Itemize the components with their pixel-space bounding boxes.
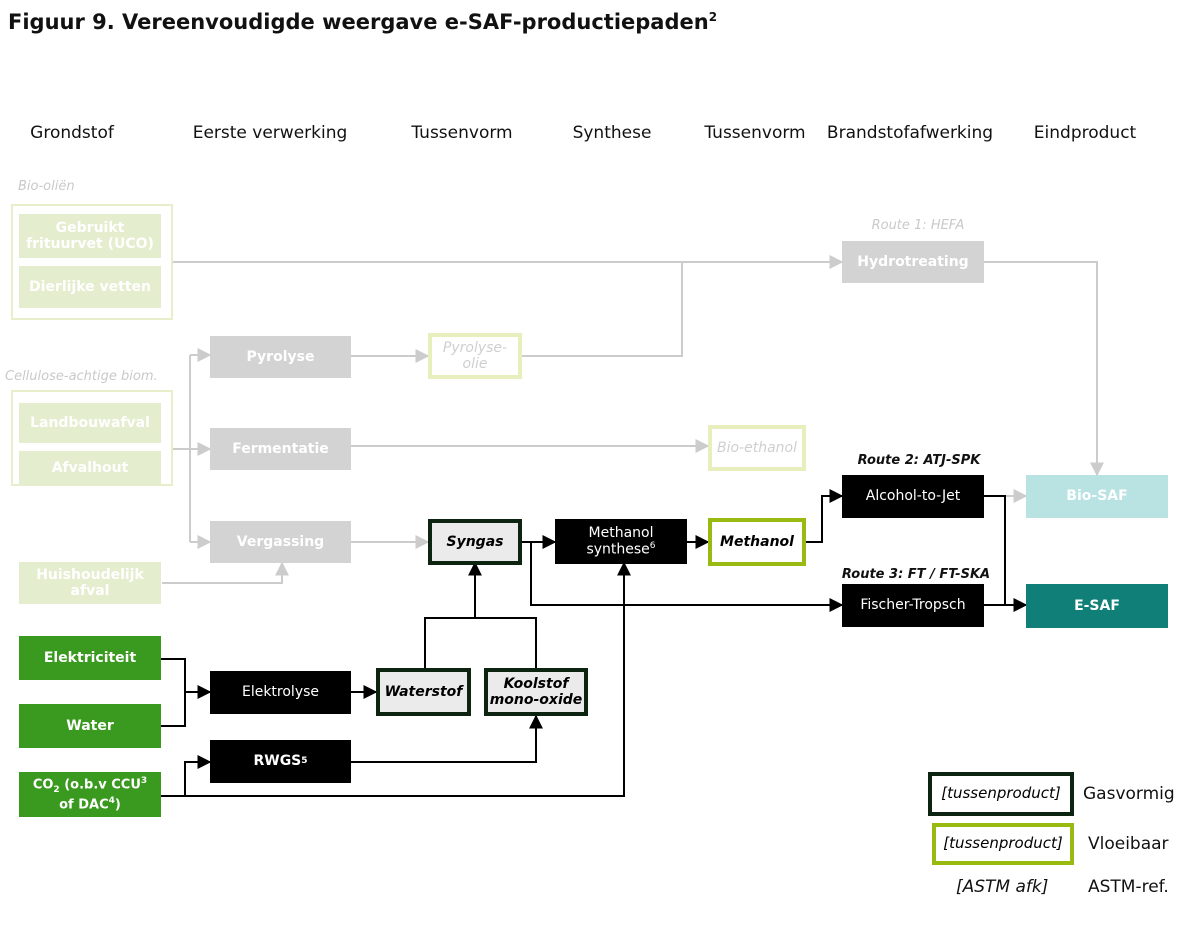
edge-syngas-ft [530, 542, 844, 612]
legend-astm-swatch: [ASTM afk] [956, 877, 1049, 897]
edge-elektriciteit-water-merge [160, 658, 210, 727]
intermediate-syngas: Syngas [428, 519, 522, 565]
column-header-grondstof: Grondstof [30, 123, 114, 143]
edge-huishoudelijk-vergassing [162, 561, 289, 584]
column-header-synthese: Synthese [572, 123, 652, 143]
group-label-bio-oils: Bio-oliën [18, 179, 75, 194]
synthesis-methanol: Methanol synthese6 [555, 519, 687, 564]
product-e-saf: E-SAF [1026, 584, 1168, 628]
edge-co2-rwgs [184, 755, 212, 796]
feedstock-huishoudelijk-afval: Huishoudelijk afval [19, 562, 161, 604]
intermediate-bio-ethanol: Bio-ethanol [708, 425, 806, 471]
legend-gas-label: Gasvormig [1083, 784, 1175, 804]
feedstock-afvalhout: Afvalhout [19, 451, 161, 486]
column-header-brandstofafwerking: Brandstofafwerking [826, 123, 994, 143]
edge-methanol-atj [806, 489, 844, 543]
finishing-hydrotreating: Hydrotreating [842, 241, 984, 283]
column-header-tussenvorm-2: Tussenvorm [704, 123, 806, 143]
legend-gas-swatch: [tussenproduct] [928, 772, 1074, 816]
finishing-alcohol-to-jet: Alcohol-to-Jet [842, 475, 984, 518]
feedstock-water: Water [19, 704, 161, 748]
legend-astm-label: ASTM-ref. [1088, 877, 1169, 897]
edge-finishing-esaf [984, 495, 1026, 605]
feedstock-dierlijke-vetten: Dierlijke vetten [19, 266, 161, 308]
edge-pyrolyse-olie-hefa [522, 262, 683, 357]
intermediate-koolstof-mono-oxide: Koolstof mono-oxide [484, 668, 588, 716]
feedstock-elektriciteit: Elektriciteit [19, 636, 161, 680]
edge-h2-co-syngas [424, 563, 537, 668]
product-bio-saf: Bio-SAF [1026, 475, 1168, 518]
figure-title: Figuur 9. Vereenvoudigde weergave e-SAF-… [8, 10, 718, 34]
edge-hefa-biosaf [984, 261, 1104, 477]
column-header-tussenvorm-1: Tussenvorm [411, 123, 513, 143]
methanol-synthese-label: Methanol synthese6 [586, 525, 656, 558]
legend-liquid-label: Vloeibaar [1088, 834, 1169, 854]
finishing-fischer-tropsch: Fischer-Tropsch [842, 584, 984, 627]
route-label-atj: Route 2: ATJ-SPK [857, 453, 981, 468]
group-label-cellulose: Cellulose-achtige biom. [5, 369, 158, 384]
process-vergassing: Vergassing [210, 521, 351, 563]
edge-co2-methanol [160, 561, 631, 797]
intermediate-methanol: Methanol [708, 518, 806, 566]
feedstock-uco: Gebruikt frituurvet (UCO) [19, 214, 161, 258]
route-label-ft: Route 3: FT / FT-SKA [841, 567, 991, 582]
legend-liquid-swatch: [tussenproduct] [932, 823, 1074, 865]
bio-oils-group [11, 204, 173, 320]
column-header-eerste-verwerking: Eerste verwerking [192, 123, 348, 143]
edge-rwgs-koolstof [351, 714, 543, 763]
column-header-eindproduct: Eindproduct [1033, 123, 1137, 143]
route-label-hefa: Route 1: HEFA [871, 218, 965, 233]
intermediate-pyrolyse-olie: Pyrolyse-olie [428, 333, 522, 379]
feedstock-landbouwafval: Landbouwafval [19, 403, 161, 443]
intermediate-waterstof: Waterstof [376, 668, 471, 716]
process-elektrolyse: Elektrolyse [210, 671, 351, 714]
process-fermentatie: Fermentatie [210, 428, 351, 470]
process-pyrolyse: Pyrolyse [210, 336, 351, 378]
